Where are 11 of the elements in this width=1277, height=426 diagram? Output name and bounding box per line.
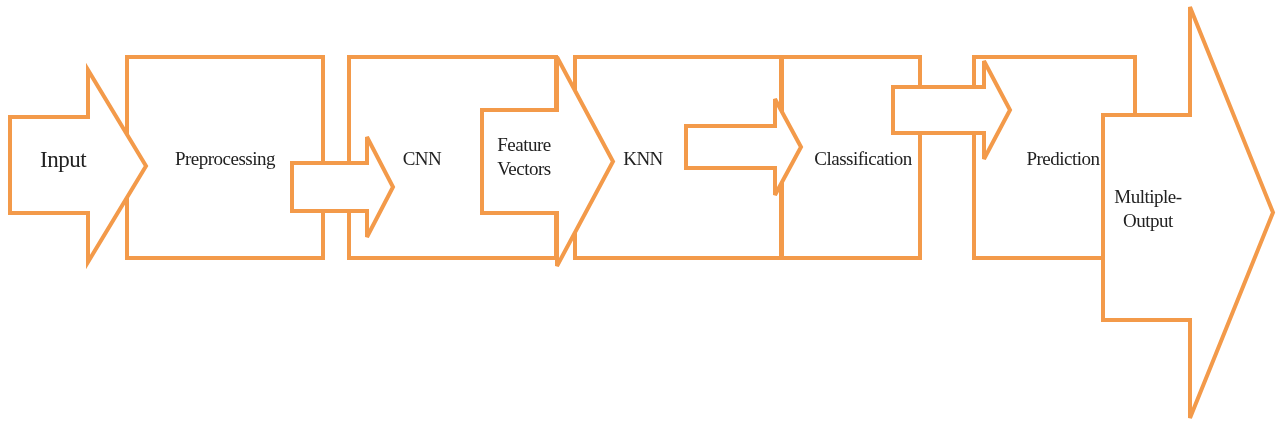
node-label: Prediction bbox=[1025, 147, 1101, 171]
block-arrow bbox=[891, 59, 1013, 161]
node-label: Preprocessing bbox=[173, 147, 277, 171]
node-label: Classification bbox=[813, 147, 913, 171]
node-label: Feature Vectors bbox=[496, 133, 552, 181]
node-label: Multiple-Output bbox=[1113, 185, 1183, 233]
node-label: KNN bbox=[622, 147, 664, 171]
block-arrow bbox=[290, 135, 396, 239]
node-label: CNN bbox=[401, 147, 443, 171]
block-arrow bbox=[684, 97, 804, 197]
node-label: Input bbox=[38, 146, 88, 174]
